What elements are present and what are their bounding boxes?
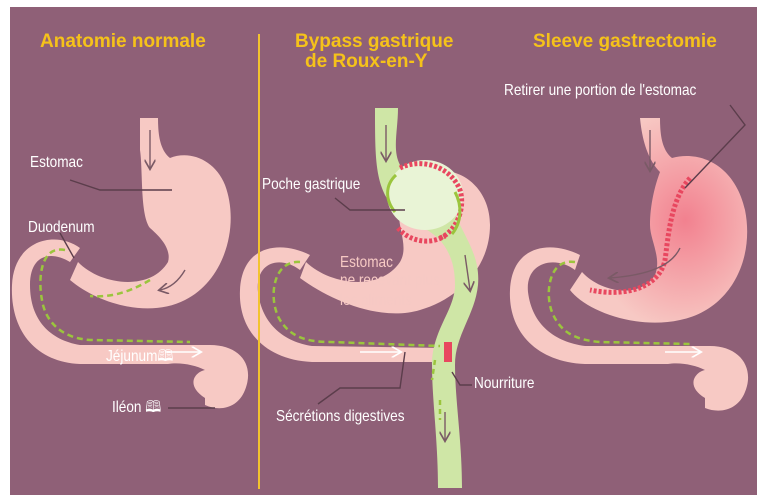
title-sleeve: Sleeve gastrectomie	[533, 32, 717, 52]
title-bypass-line2: de Roux-en-Y	[305, 52, 427, 72]
gastric-pouch	[387, 160, 463, 230]
sleeve-stomach	[570, 118, 747, 323]
label-jejunum: Jéjunum🕮	[106, 348, 173, 366]
sleeve-anatomy	[510, 105, 748, 411]
label-estomac-bypass-3: les aliments	[340, 292, 412, 310]
title-bypass-line1: Bypass gastrique	[295, 32, 453, 52]
book-icon: 🕮	[157, 348, 173, 365]
panel-divider	[258, 34, 260, 489]
label-ileon: Iléon 🕮	[112, 399, 161, 417]
title-normal-anatomy: Anatomie normale	[40, 32, 206, 52]
label-nourriture: Nourriture	[474, 375, 534, 393]
label-secretions: Sécrétions digestives	[276, 408, 405, 426]
label-estomac-bypass-1: Estomac	[340, 254, 393, 272]
label-estomac-bypass-2: ne recevant plus	[340, 272, 440, 290]
label-poche-gastrique: Poche gastrique	[262, 176, 360, 194]
label-estomac: Estomac	[30, 154, 83, 172]
label-duodenum: Duodenum	[28, 219, 95, 237]
label-retirer: Retirer une portion de l'estomac	[504, 82, 696, 100]
book-icon: 🕮	[145, 399, 161, 416]
